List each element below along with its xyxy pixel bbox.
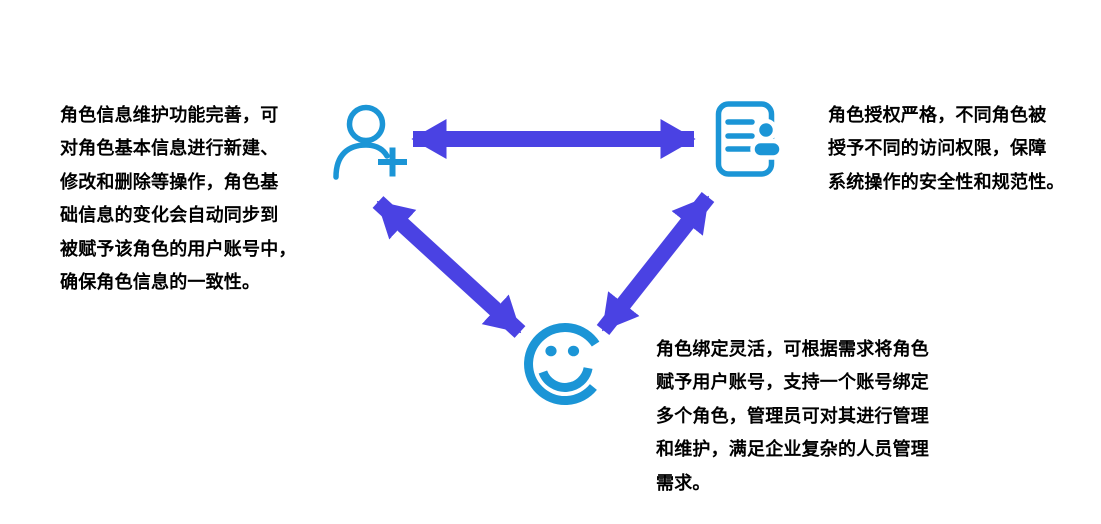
- document-text-lines: [725, 119, 755, 152]
- text-line: 需求。: [656, 472, 711, 493]
- person-head: [754, 118, 778, 142]
- role-document-icon: [715, 101, 784, 177]
- person-body: [750, 138, 784, 160]
- face-outline: [524, 323, 600, 405]
- plus-sign: [378, 147, 407, 177]
- role-authorization-text: 角色授权严格，不同角色被 授予不同的访问权限，保障 系统操作的安全性和规范性。: [828, 99, 1065, 199]
- text-line: 角色信息维护功能完善，可: [60, 105, 279, 125]
- text-line: 础信息的变化会自动同步到: [60, 205, 279, 226]
- text-line: 系统操作的安全性和规范性。: [828, 171, 1065, 192]
- text-line: 角色授权严格，不同角色被: [828, 105, 1047, 125]
- text-line: 修改和删除等操作，角色基: [60, 171, 279, 192]
- role-binding-text: 角色绑定灵活，可根据需求将角色 赋予用户账号，支持一个账号绑定 多个角色，管理员…: [656, 333, 929, 500]
- user-add-icon: [333, 104, 407, 180]
- text-line: 赋予用户账号，支持一个账号绑定: [656, 372, 929, 393]
- arrow-account-to-document: [596, 192, 715, 335]
- user-shoulder: [333, 142, 390, 180]
- smile-account-icon: [524, 323, 600, 405]
- text-line: 角色绑定灵活，可根据需求将角色: [656, 339, 929, 359]
- text-line: 对角色基本信息进行新建、: [60, 138, 279, 159]
- text-line: 和维护，满足企业复杂的人员管理: [656, 439, 929, 460]
- text-line: 确保角色信息的一致性。: [60, 272, 261, 293]
- arrow-user-to-account: [372, 196, 526, 338]
- text-line: 授予不同的访问权限，保障: [828, 138, 1047, 159]
- user-head: [346, 104, 386, 144]
- smile-mouth: [538, 366, 593, 392]
- right-eye: [567, 345, 580, 357]
- text-line: 被赋予该角色的用户账号中，: [60, 238, 297, 259]
- text-line: 多个角色，管理员可对其进行管理: [656, 405, 929, 426]
- left-eye: [545, 345, 557, 357]
- role-info-maintenance-text: 角色信息维护功能完善，可 对角色基本信息进行新建、 修改和删除等操作，角色基 础…: [60, 99, 297, 299]
